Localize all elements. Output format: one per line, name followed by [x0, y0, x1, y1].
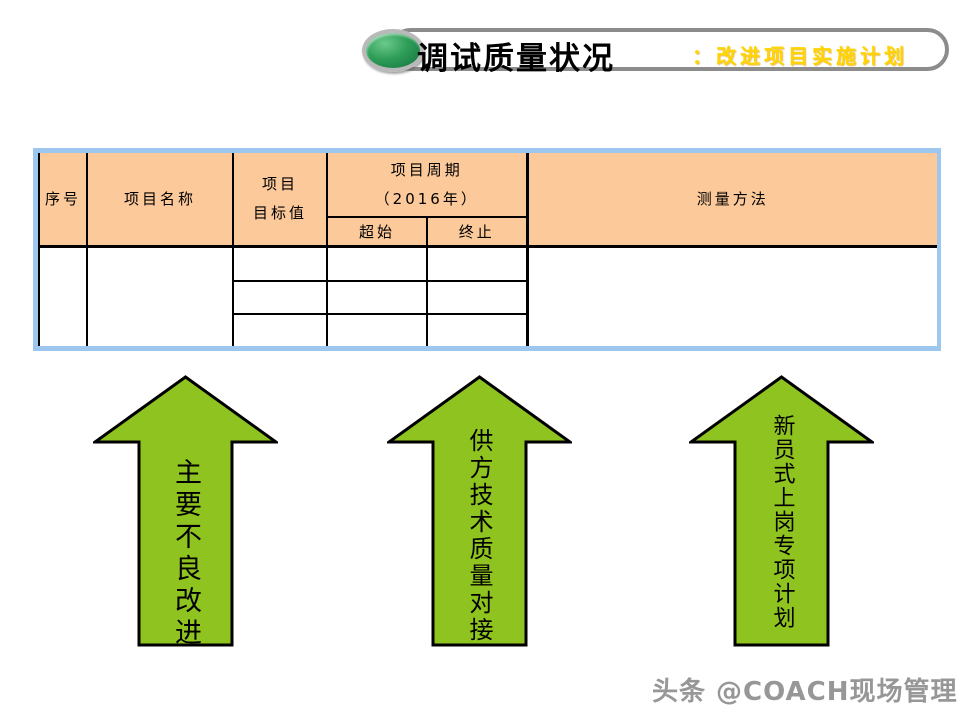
bullet-ellipse-icon	[362, 29, 424, 72]
col-header-seq: 序号	[38, 153, 88, 248]
arrow-supplier-tech-quality: 供方技术质量对接	[387, 374, 572, 648]
arrow-major-defect-improvement: 主要不良改进	[93, 374, 278, 650]
cell-end-3	[426, 313, 528, 346]
col-header-name: 项目名称	[86, 153, 234, 248]
col-header-end: 终止	[426, 216, 528, 248]
cell-method	[525, 245, 937, 346]
project-table-frame: 序号 项目名称 项目 目标值 项目周期 （2016年） 测量方法 超始 终止	[33, 148, 941, 351]
up-arrow-shape	[689, 375, 874, 647]
arrow-label: 新员式上岗专项计划	[769, 414, 795, 630]
cell-target-2	[232, 280, 328, 315]
col-header-method: 测量方法	[525, 153, 937, 248]
cell-target-1	[232, 245, 328, 282]
cell-name	[86, 245, 234, 346]
title-banner: 调试质量状况 ：改进项目实施计划	[0, 0, 960, 90]
banner-pill	[389, 28, 949, 71]
cell-end-1	[426, 245, 528, 282]
project-table: 序号 项目名称 项目 目标值 项目周期 （2016年） 测量方法 超始 终止	[38, 153, 937, 346]
page-subtitle: ：改进项目实施计划	[692, 44, 908, 68]
cell-start-1	[326, 245, 428, 282]
cell-start-2	[326, 280, 428, 315]
cell-target-3	[232, 313, 328, 346]
arrow-new-employee-plan: 新员式上岗专项计划	[689, 374, 874, 648]
col-header-period: 项目周期 （2016年）	[326, 153, 528, 218]
cell-seq	[38, 245, 88, 346]
page-title: 调试质量状况	[417, 41, 615, 77]
watermark: 头条 @COACH现场管理	[652, 677, 958, 707]
arrow-label: 供方技术质量对接	[465, 428, 493, 644]
up-arrow-shape	[93, 375, 278, 647]
up-arrow-shape	[387, 375, 572, 647]
cell-start-3	[326, 313, 428, 346]
cell-end-2	[426, 280, 528, 315]
arrow-label: 主要不良改进	[170, 458, 201, 650]
col-header-start: 超始	[326, 216, 428, 248]
col-header-target: 项目 目标值	[232, 153, 328, 248]
